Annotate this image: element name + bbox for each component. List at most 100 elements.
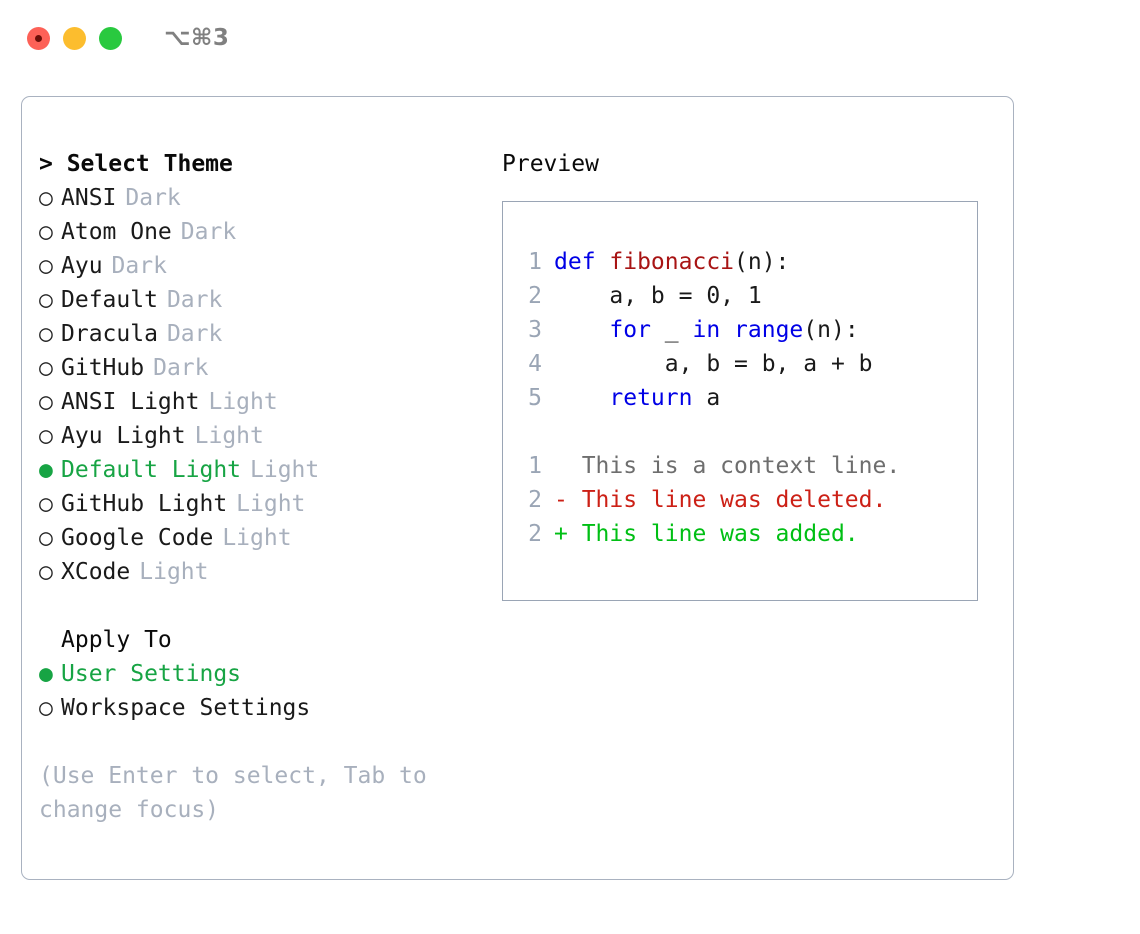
theme-option-label: Dracula xyxy=(61,321,158,347)
radio-unselected-icon: ○ xyxy=(39,389,53,415)
diff-line: 1 This is a context line. xyxy=(514,449,971,483)
diff-line: 2 + This line was added. xyxy=(514,517,971,551)
theme-variant-tag: Dark xyxy=(111,253,167,279)
code-token: return xyxy=(609,385,693,411)
theme-option-xcode[interactable]: ○ XCode Light xyxy=(39,555,489,589)
code-token: fibonacci xyxy=(609,249,735,275)
code-line-text: def fibonacci(n): xyxy=(554,245,789,279)
code-line-text: return a xyxy=(554,381,720,415)
line-number: 5 xyxy=(528,385,542,411)
preview-header: Preview xyxy=(502,151,599,177)
radio-unselected-icon: ○ xyxy=(39,491,53,517)
theme-option-label: Ayu Light xyxy=(61,423,186,449)
radio-unselected-icon: ○ xyxy=(39,253,53,279)
radio-unselected-icon: ○ xyxy=(39,525,53,551)
theme-option-ansi-light[interactable]: ○ ANSI Light Light xyxy=(39,385,489,419)
theme-option-label: Default xyxy=(61,287,158,313)
line-number: 3 xyxy=(528,317,542,343)
window-controls xyxy=(27,26,122,50)
preview-box: 1 def fibonacci(n): 2 a, b = 0, 1 3 for _ i… xyxy=(502,201,978,601)
theme-option-ayu-light[interactable]: ○ Ayu Light Light xyxy=(39,419,489,453)
code-token: a, b = b, a + b xyxy=(554,351,873,377)
apply-option-label: User Settings xyxy=(61,661,242,687)
code-diff-spacer xyxy=(514,415,971,449)
diff-sample: 1 This is a context line. 2 - This line wa… xyxy=(514,449,971,551)
theme-variant-tag: Dark xyxy=(166,321,223,347)
code-line-text: a, b = 0, 1 xyxy=(554,279,762,313)
code-token: range xyxy=(734,317,804,343)
theme-variant-tag: Dark xyxy=(153,355,209,381)
theme-option-label: ANSI Light xyxy=(61,389,200,415)
code-line: 3 for _ in range(n): xyxy=(514,313,971,347)
radio-unselected-icon: ○ xyxy=(39,355,53,381)
radio-unselected-icon: ○ xyxy=(39,287,53,313)
diff-line-text: - This line was deleted. xyxy=(554,487,887,513)
theme-option-label: Google Code xyxy=(61,525,214,551)
code-sample: 1 def fibonacci(n): 2 a, b = 0, 1 3 for _ i… xyxy=(514,245,971,415)
maximize-window-icon[interactable] xyxy=(99,26,122,50)
radio-unselected-icon: ○ xyxy=(39,423,53,449)
radio-unselected-icon: ○ xyxy=(39,695,53,721)
radio-selected-icon: ● xyxy=(39,457,53,483)
theme-variant-tag: Light xyxy=(250,457,320,483)
theme-option-label: Default Light xyxy=(61,457,242,483)
radio-unselected-icon: ○ xyxy=(39,559,53,585)
theme-option-label: XCode xyxy=(61,559,131,585)
theme-option-label: GitHub xyxy=(61,355,145,381)
line-number: 2 xyxy=(528,487,542,513)
close-window-icon[interactable] xyxy=(27,26,50,50)
apply-option-label: Workspace Settings xyxy=(61,695,311,721)
preview-content: 1 def fibonacci(n): 2 a, b = 0, 1 3 for _ i… xyxy=(514,245,971,551)
code-token xyxy=(720,317,734,343)
theme-option-github-light[interactable]: ○ GitHub Light Light xyxy=(39,487,489,521)
window-titlebar: ⌥⌘3 xyxy=(0,0,1140,76)
theme-option-label: Ayu xyxy=(61,253,103,279)
theme-option-github[interactable]: ○ GitHub Dark xyxy=(39,351,489,385)
apply-option-workspace-settings[interactable]: ○ Workspace Settings xyxy=(39,691,489,725)
theme-variant-tag: Light xyxy=(194,423,264,449)
code-token: _ xyxy=(650,317,693,343)
theme-variant-tag: Light xyxy=(139,559,209,585)
line-number: 2 xyxy=(528,283,542,309)
theme-option-label: GitHub Light xyxy=(61,491,228,517)
line-number: 2 xyxy=(528,521,542,547)
minimize-window-icon[interactable] xyxy=(63,26,86,50)
code-token: in xyxy=(692,317,721,343)
code-token: (n): xyxy=(803,317,859,343)
theme-option-default-light[interactable]: ● Default Light Light xyxy=(39,453,489,487)
apply-to-header: Apply To xyxy=(61,627,172,653)
radio-unselected-icon: ○ xyxy=(39,185,53,211)
diff-line: 2 - This line was deleted. xyxy=(514,483,971,517)
keyboard-hint-text: (Use Enter to select, Tab to change focu… xyxy=(39,763,427,823)
theme-variant-tag: Dark xyxy=(166,287,223,313)
theme-option-label: ANSI xyxy=(61,185,117,211)
line-number: 1 xyxy=(528,249,542,275)
section-spacer xyxy=(39,589,489,623)
code-token: a xyxy=(692,385,721,411)
theme-option-ayu[interactable]: ○ Ayu Dark xyxy=(39,249,489,283)
apply-to-option-list[interactable]: ●User Settings ○ Workspace Settings xyxy=(39,657,489,725)
code-line: 1 def fibonacci(n): xyxy=(514,245,971,279)
radio-unselected-icon: ○ xyxy=(39,321,53,347)
diff-line-text: + This line was added. xyxy=(554,521,859,547)
line-number: 4 xyxy=(528,351,542,377)
code-token xyxy=(554,317,609,343)
preview-column: Preview 1 def fibonacci(n): 2 a, b = 0, 1 3… xyxy=(502,147,992,601)
apply-option-user-settings[interactable]: ●User Settings xyxy=(39,657,489,691)
code-line: 4 a, b = b, a + b xyxy=(514,347,971,381)
theme-variant-tag: Light xyxy=(236,491,306,517)
theme-option-default[interactable]: ○ Default Dark xyxy=(39,283,489,317)
radio-unselected-icon: ○ xyxy=(39,219,53,245)
theme-variant-tag: Light xyxy=(208,389,278,415)
diff-line-text: This is a context line. xyxy=(554,453,901,479)
code-token: a, b = 0, 1 xyxy=(554,283,762,309)
theme-option-dracula[interactable]: ○ Dracula Dark xyxy=(39,317,489,351)
select-theme-header: > Select Theme xyxy=(39,151,233,177)
